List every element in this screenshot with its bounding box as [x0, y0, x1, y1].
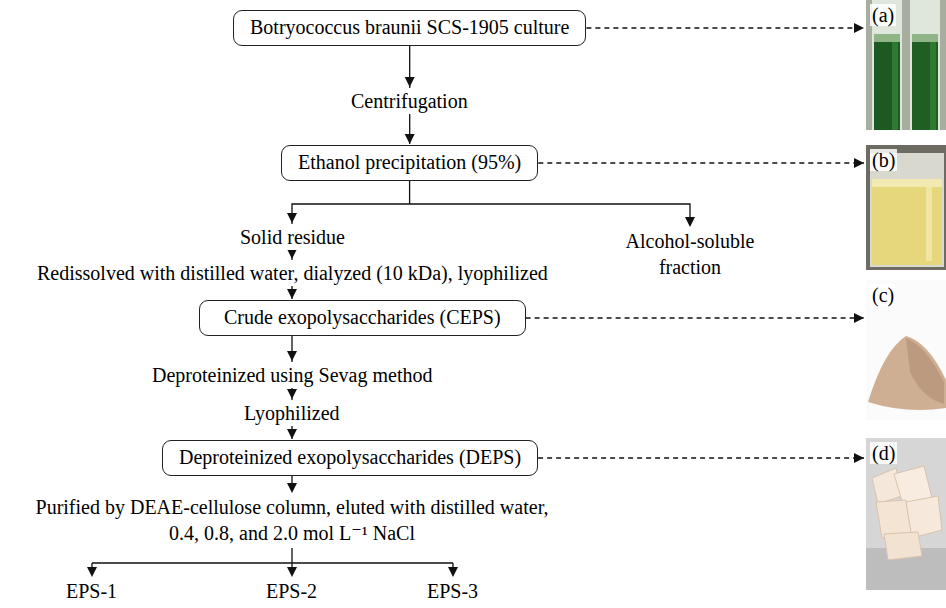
edge-label: Centrifugation	[348, 88, 471, 114]
dashed-arrow	[586, 27, 864, 28]
beaker-liquid-top	[872, 179, 942, 187]
panel-letter: (c)	[870, 284, 896, 306]
process-box: Botryococcus braunii SCS-1905 culture	[233, 10, 586, 46]
photo-panel: (b)	[866, 145, 946, 270]
arrow-head	[87, 567, 97, 577]
step-label: Alcohol-soluble fraction	[620, 228, 760, 280]
panel-letter: (b)	[870, 149, 897, 171]
photo-panel: (a)	[866, 0, 946, 130]
step-label: EPS-1	[63, 578, 120, 604]
box-text: Ethanol precipitation (95%)	[298, 146, 521, 179]
photo-panel: (c)	[866, 280, 946, 420]
panel-letter: (d)	[870, 442, 897, 464]
culture-liquid	[912, 40, 938, 130]
arrow-head	[685, 217, 695, 227]
process-box: Crude exopolysaccharides (CEPS)	[199, 300, 526, 336]
process-box: Ethanol precipitation (95%)	[281, 145, 538, 181]
foil-ground	[866, 438, 946, 590]
step-label: EPS-2	[263, 578, 320, 604]
culture-shade	[930, 42, 936, 130]
flake	[884, 532, 922, 560]
powder-shade	[906, 338, 944, 404]
arrow-head	[287, 351, 297, 361]
box-text: Crude exopolysaccharides (CEPS)	[224, 301, 501, 334]
dashed-arrow	[538, 457, 864, 458]
culture-liquid	[874, 40, 900, 130]
dashed-arrow	[526, 317, 864, 318]
culture-foam	[874, 34, 900, 42]
box-text: Botryococcus braunii SCS-1905 culture	[250, 11, 569, 44]
step-label: Deproteinized using Sevag method	[149, 362, 436, 388]
dashed-arrow	[538, 162, 864, 163]
photo-ground	[866, 145, 946, 270]
step-label: Lyophilized	[241, 400, 343, 426]
process-box: Deproteinized exopolysaccharides (DEPS)	[162, 440, 538, 476]
test-tube	[910, 0, 940, 130]
beaker-shine	[926, 187, 932, 261]
box-text: Deproteinized exopolysaccharides (DEPS)	[179, 441, 521, 474]
arrow-head	[287, 249, 297, 259]
photo-panel: (d)	[866, 438, 946, 590]
culture-foam	[912, 34, 938, 42]
beaker-liquid	[872, 183, 942, 265]
arrow-head	[448, 567, 458, 577]
split-line	[92, 548, 453, 567]
powder-pile	[868, 336, 946, 410]
panel-letter: (a)	[870, 4, 896, 26]
step-label: Solid residue	[237, 224, 348, 250]
arrow-head	[405, 77, 415, 87]
culture-shade	[892, 42, 898, 130]
arrow-head	[287, 213, 297, 223]
step-label: Purified by DEAE-cellulose column, elute…	[32, 494, 552, 546]
photo-ground	[866, 0, 946, 130]
step-label: Redissolved with distilled water, dialyz…	[34, 260, 551, 286]
arrow-head	[287, 567, 297, 577]
step-label: EPS-3	[424, 578, 481, 604]
photo-ground	[866, 280, 946, 420]
flow-line	[291, 476, 292, 483]
branch-line	[410, 204, 690, 217]
arrow-head	[287, 389, 297, 399]
flake	[906, 496, 942, 538]
arrow-head	[287, 483, 297, 493]
